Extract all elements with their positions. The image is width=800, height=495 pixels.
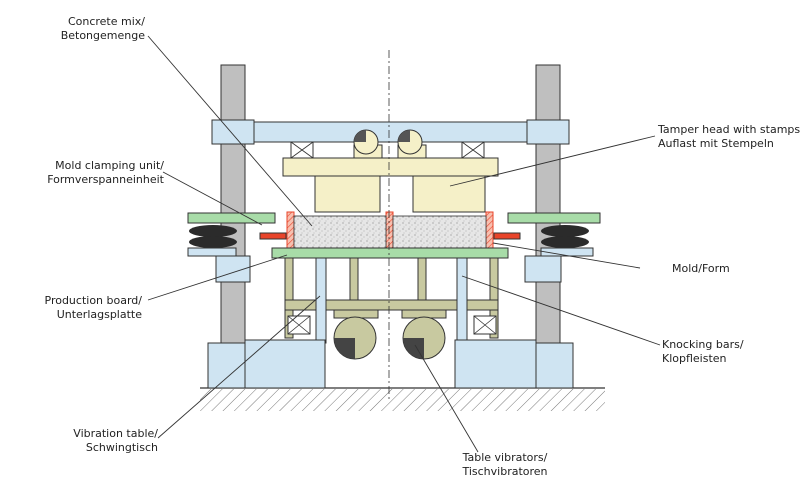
table-vibrators-label: Table vibrators/ Tischvibratoren	[462, 451, 548, 478]
tamper-head-label: Tamper head with stamps/ Auflast mit Ste…	[658, 123, 800, 150]
base-blocks	[244, 339, 537, 389]
left-column	[207, 64, 259, 389]
mold-form-label: Mold/Form	[672, 262, 730, 275]
tamper-head	[282, 157, 499, 213]
ground	[200, 387, 605, 411]
concrete-mix	[293, 215, 487, 249]
table-vibrators	[333, 316, 446, 360]
vibration-table-label: Vibration table/ Schwingtisch	[73, 427, 158, 454]
mold-clamping-unit-left	[187, 212, 287, 283]
production-board-label: Production board/ Unterlagsplatte	[44, 294, 143, 321]
knocking-bars-label: Knocking bars/ Klopfleisten	[662, 338, 744, 365]
table-pads	[287, 315, 497, 335]
beam-pads	[290, 141, 485, 159]
leader-lines	[147, 35, 661, 453]
mold-clamping-unit-label: Mold clamping unit/ Formverspanneinheit	[47, 159, 164, 186]
concrete-mix-label: Concrete mix/ Betongemenge	[60, 15, 145, 42]
vibration-table	[284, 257, 499, 339]
production-board	[271, 247, 509, 259]
mold-clamping-unit-right	[493, 212, 601, 283]
top-vibrators	[353, 129, 427, 160]
top-crossbeam	[211, 119, 570, 145]
